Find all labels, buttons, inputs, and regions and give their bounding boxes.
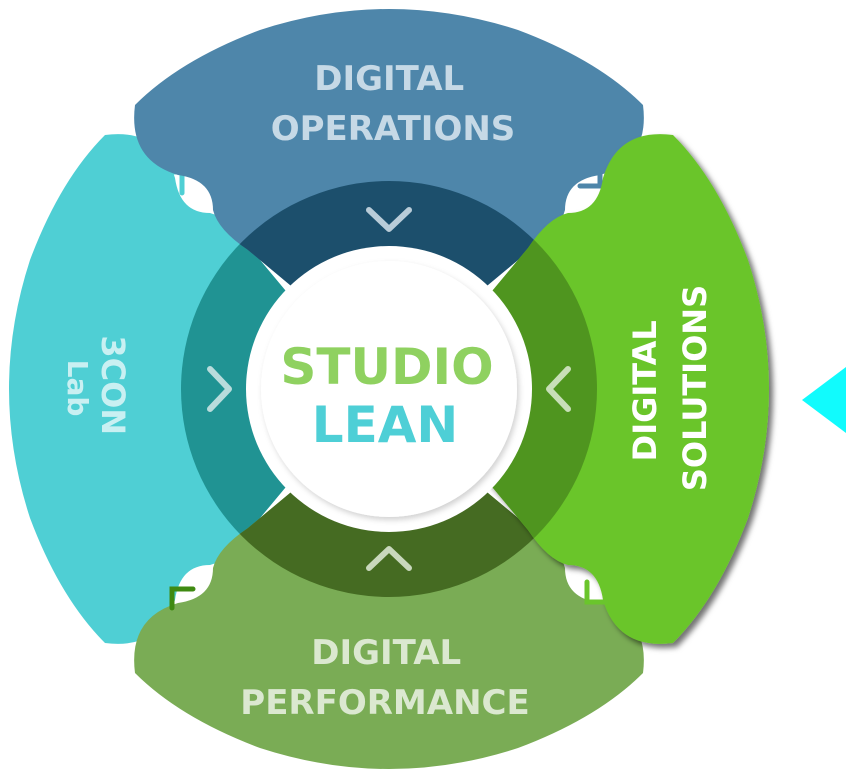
center-title-line2: LEAN [312,396,459,454]
segment-label-line1: DIGITAL [314,59,464,99]
segment-label: DIGITAL OPERATIONS [271,59,516,149]
segment-label-line2: Lab [61,360,94,417]
corner-bracket-icon [577,163,603,189]
corner-bracket-icon [169,586,196,611]
segment-label-line1: 3CON [94,335,132,435]
chevron-right-icon [207,366,232,412]
center-title-line1: STUDIO [280,338,493,396]
chevron-up-icon [366,546,412,571]
segment-label-line2: PERFORMANCE [240,683,529,723]
center-circle-inner [261,261,517,517]
segment-label: 3CON Lab [61,335,132,440]
corner-bracket-icon [584,579,609,605]
segment-label-line1: DIGITAL [626,320,664,461]
segment-label-line1: DIGITAL [311,633,461,673]
triangle-left-icon[interactable] [802,367,846,433]
segment-label-line2: SOLUTIONS [676,285,714,491]
chevron-down-icon [366,207,412,232]
segment-label-line2: OPERATIONS [271,109,516,149]
segment-label: DIGITAL PERFORMANCE [240,633,529,723]
chevron-left-icon [546,366,571,412]
segment-label: DIGITAL SOLUTIONS [626,285,714,491]
center-hub[interactable]: STUDIO LEAN [246,246,532,532]
